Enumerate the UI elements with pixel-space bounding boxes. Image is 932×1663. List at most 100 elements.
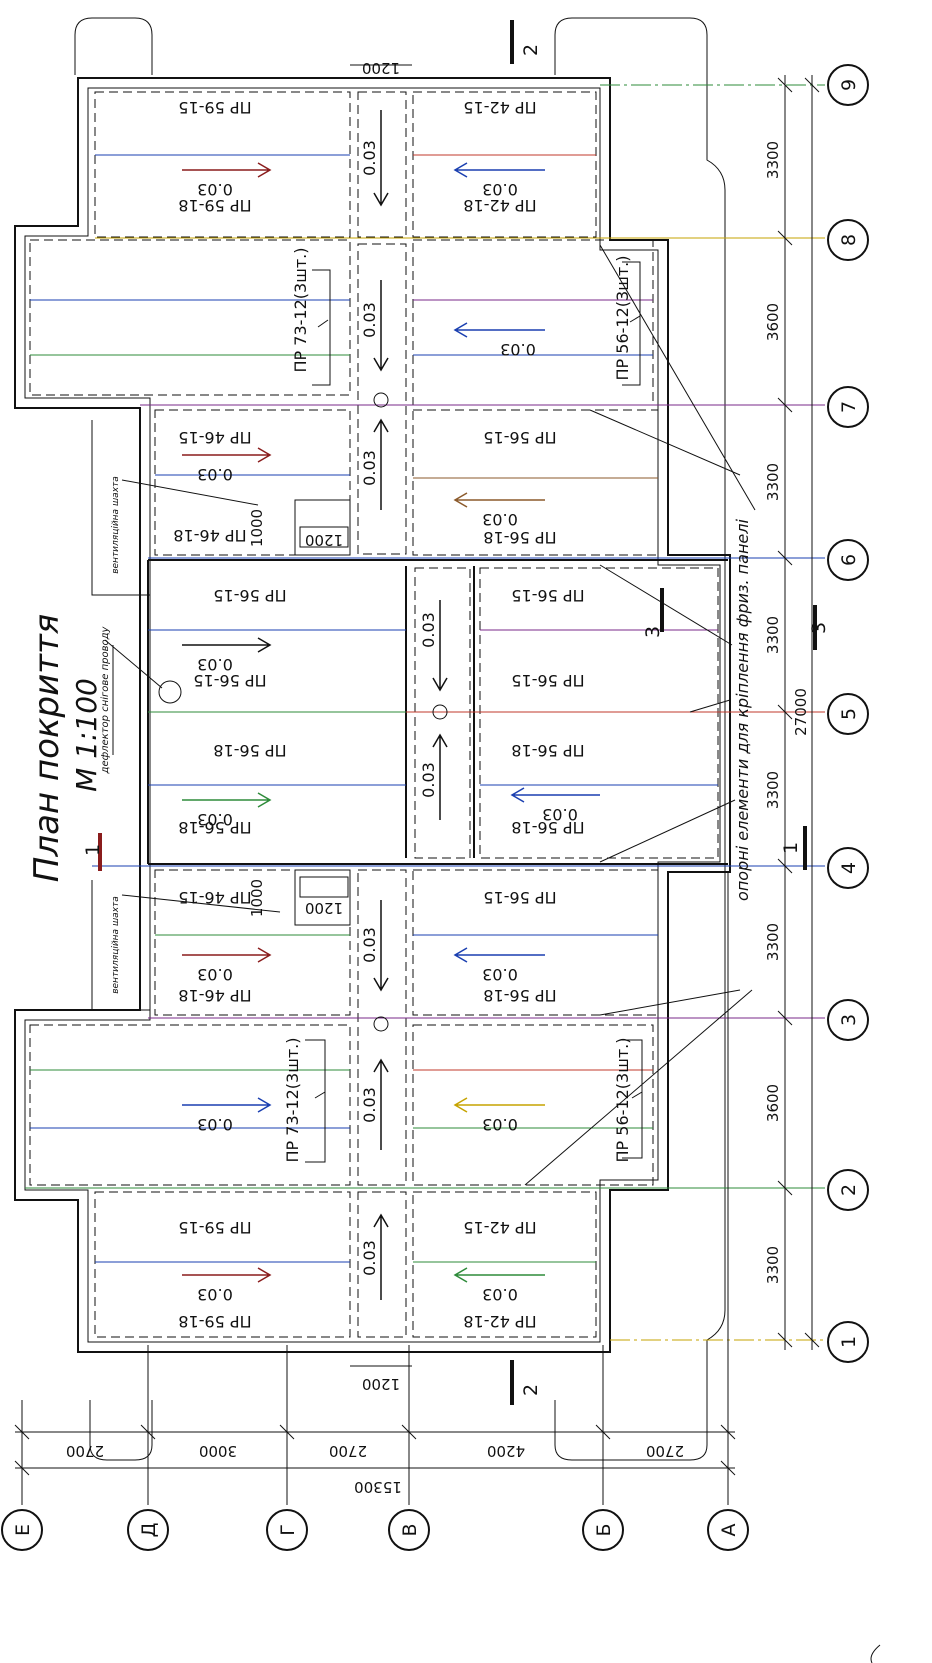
panel-label: ПР 56-18 xyxy=(483,528,556,547)
panel-label: ПР 56-18 xyxy=(483,986,556,1005)
panel-label: ПР 73-12(3шт.) xyxy=(283,1038,302,1163)
panel-label: ПР 59-18 xyxy=(178,196,251,215)
deflector-circle xyxy=(158,680,182,704)
section-mark-3-top: 3 xyxy=(642,626,664,638)
annotation-support: опорні елементи для кріплення фриз. пане… xyxy=(733,519,752,901)
slope-label: 0.03 xyxy=(360,450,379,486)
slope-label: 0.03 xyxy=(360,302,379,338)
panel-label: ПР 73-12(3шт.) xyxy=(291,248,310,373)
section-mark-2-bottom: 2 xyxy=(520,1384,542,1396)
panel-zones xyxy=(29,91,719,1338)
slope-label: 0.03 xyxy=(197,465,233,484)
panel-label: ПР 56-15 xyxy=(213,586,286,605)
axis-label-4: 4 xyxy=(838,862,860,874)
section-mark-2-top: 2 xyxy=(520,44,542,56)
slope-label: 0.03 xyxy=(482,1285,518,1304)
slope-label: 0.03 xyxy=(482,965,518,984)
axis-label-e: Е xyxy=(12,1524,34,1536)
slope-label: 0.03 xyxy=(360,927,379,963)
dim-left-d-g: 3000 xyxy=(199,1442,237,1460)
slope-label: 0.03 xyxy=(542,805,578,824)
annotation-deflector: дефлектор снігове проводу xyxy=(99,625,111,774)
dim-total-left: 15300 xyxy=(354,1478,402,1496)
dim-left-e-d: 2700 xyxy=(66,1442,104,1460)
roof-drain xyxy=(373,392,389,408)
dim-left-b-a: 2700 xyxy=(646,1442,684,1460)
vent-bottom-1200: 1200 xyxy=(305,899,343,917)
vent-shaft-top xyxy=(294,499,351,556)
support-leaders xyxy=(524,244,756,1186)
panel-label: ПР 56-18 xyxy=(178,818,251,837)
panel-label: ПР 46-18 xyxy=(178,986,251,1005)
roof-drain xyxy=(432,704,448,720)
slope-label: 0.03 xyxy=(197,180,233,199)
slope-label: 0.03 xyxy=(197,810,233,829)
panel-seams xyxy=(30,154,718,1263)
slope-label: 0.03 xyxy=(197,1285,233,1304)
axis-label-8: 8 xyxy=(838,234,860,246)
annotation-vent-top: вентиляційна шахта xyxy=(111,476,121,574)
axis-label-5: 5 xyxy=(838,708,860,720)
panel-label: ПР 59-18 xyxy=(178,1312,251,1331)
panel-label: ПР 56-15 xyxy=(193,671,266,690)
slope-label: 0.03 xyxy=(360,140,379,176)
section-marks xyxy=(98,20,817,1405)
dim-right-8-7: 3600 xyxy=(764,303,782,341)
axis-bubbles-numeric xyxy=(827,64,869,1363)
slope-label: 0.03 xyxy=(197,655,233,674)
slope-arrows xyxy=(182,110,600,1300)
slope-label: 0.03 xyxy=(482,510,518,529)
axis-label-6: 6 xyxy=(838,554,860,566)
dim-right-7-6: 3300 xyxy=(764,463,782,501)
slope-label: 0.03 xyxy=(360,1240,379,1276)
panel-label: ПР 56-18 xyxy=(511,818,584,837)
dim-right-4-3: 3300 xyxy=(764,923,782,961)
axis-label-b: Б xyxy=(593,1523,615,1536)
annotation-vent-bottom: вентиляційна шахта xyxy=(111,896,121,994)
panel-label: ПР 42-18 xyxy=(463,1312,536,1331)
panel-label: ПР 56-12(3шт.) xyxy=(613,256,632,381)
slope-label: 0.03 xyxy=(197,965,233,984)
grid-lines-numeric xyxy=(25,84,825,1341)
section-mark-1-bottom: 1 xyxy=(780,842,802,854)
axis-label-d: Д xyxy=(138,1523,160,1538)
axis-label-g: Г xyxy=(277,1524,299,1536)
axis-bubbles-letter xyxy=(1,1509,749,1551)
grid-lines-letter xyxy=(21,872,729,1505)
axis-label-2: 2 xyxy=(838,1184,860,1196)
dim-total-right: 27000 xyxy=(792,688,810,736)
dim-1200-bottom: 1200 xyxy=(362,1375,400,1393)
vent-shaft-bottom xyxy=(294,869,351,926)
dim-left-v-b: 4200 xyxy=(487,1442,525,1460)
slope-label: 0.03 xyxy=(197,1115,233,1134)
drawing-scale: М 1:100 xyxy=(70,678,103,792)
axis-label-1: 1 xyxy=(838,1336,860,1348)
dim-left-g-v: 2700 xyxy=(329,1442,367,1460)
panel-label: ПР 56-18 xyxy=(213,741,286,760)
axis-label-9: 9 xyxy=(838,79,860,91)
vent-top-1000: 1000 xyxy=(248,509,266,547)
dim-right-6-5: 3300 xyxy=(764,616,782,654)
panel-label: ПР 56-15 xyxy=(483,888,556,907)
panel-label: ПР 46-15 xyxy=(178,428,251,447)
dimension-chain-left xyxy=(14,1424,736,1476)
slope-label: 0.03 xyxy=(360,1087,379,1123)
axis-label-3: 3 xyxy=(838,1014,860,1026)
slope-label: 0.03 xyxy=(419,612,438,648)
panel-label: ПР 56-15 xyxy=(483,428,556,447)
dim-right-2-1: 3300 xyxy=(764,1246,782,1284)
section-mark-3-bottom: 3 xyxy=(808,622,830,634)
roof-drain xyxy=(373,1016,389,1032)
panel-label: ПР 56-15 xyxy=(511,671,584,690)
panel-label: ПР 59-15 xyxy=(178,1218,251,1237)
axis-label-a: А xyxy=(718,1524,740,1537)
panel-label: ПР 46-18 xyxy=(173,526,246,545)
slope-label: 0.03 xyxy=(419,762,438,798)
section-mark-1-top: 1 xyxy=(82,844,104,856)
dim-right-9-8: 3300 xyxy=(764,141,782,179)
axis-label-7: 7 xyxy=(838,401,860,413)
slope-label: 0.03 xyxy=(500,340,536,359)
dim-1200-top: 1200 xyxy=(362,59,400,77)
panel-label: ПР 56-15 xyxy=(511,586,584,605)
